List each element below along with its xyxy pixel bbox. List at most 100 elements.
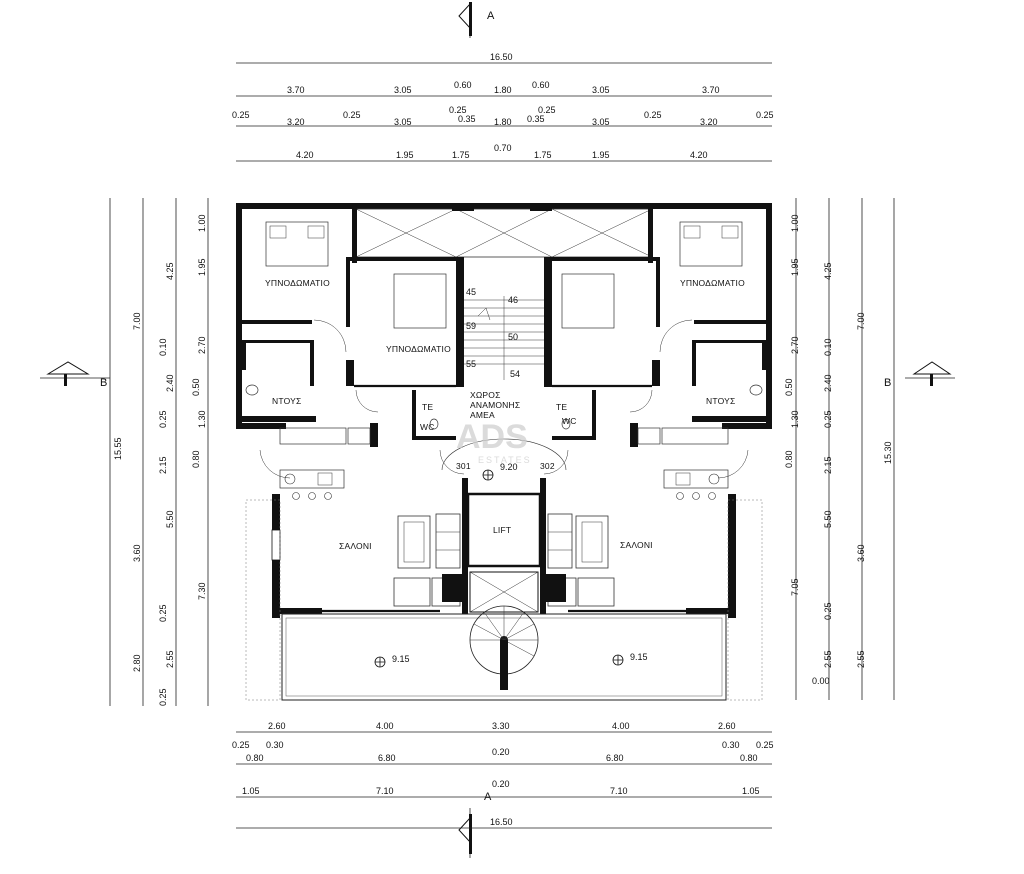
dim-bottom-r2: 0.30 — [266, 740, 284, 750]
dim-right-c3: 7.00 — [856, 312, 866, 330]
dim-right-c2: 2.15 — [823, 456, 833, 474]
dim-left-c4: 7.30 — [197, 582, 207, 600]
room-label-living-right: ΣΑΛΟΝΙ — [620, 540, 653, 550]
dim-top-r2: 3.20 — [287, 117, 305, 127]
dim-left-c3: 0.25 — [158, 604, 168, 622]
dim-right-c1: 0.50 — [784, 378, 794, 396]
dim-left-c3: 0.10 — [158, 338, 168, 356]
dim-right-c2: 4.25 — [823, 262, 833, 280]
dim-top-r2: 0.35 — [458, 114, 476, 124]
dim-top-r2: 0.25 — [449, 105, 467, 115]
spiral-staircase — [469, 605, 539, 690]
dim-top-r2: 0.25 — [756, 110, 774, 120]
dim-right-c1: 0.00 — [812, 676, 830, 686]
dim-top-r1: 1.80 — [494, 85, 512, 95]
dim-right-c2: 0.25 — [823, 410, 833, 428]
stair-step-label: 59 — [466, 321, 476, 331]
dim-bottom-r5: 1.05 — [242, 786, 260, 796]
room-label-bedroom-right: ΥΠΝΟΔΩΜΑΤΙΟ — [680, 278, 745, 288]
dim-bottom-r5: 7.10 — [376, 786, 394, 796]
dimensions-right: 1.00 1.95 2.70 0.50 1.30 0.80 7.05 0.00 … — [784, 198, 895, 700]
dim-left-c4: 2.70 — [197, 336, 207, 354]
dim-top-r3: 1.75 — [534, 150, 552, 160]
dim-left-c2: 0.25 — [158, 688, 168, 706]
dim-left-c2: 3.60 — [132, 544, 142, 562]
dim-bottom-r2: 0.30 — [722, 740, 740, 750]
dim-bottom-r2: 0.25 — [756, 740, 774, 750]
dim-left-c4: 0.80 — [191, 450, 201, 468]
dim-overall-top: 16.50 — [490, 52, 513, 62]
room-label-waiting-3: ΑΜΕΑ — [470, 410, 495, 420]
section-label-a-top: A — [487, 10, 495, 22]
level-landing: 9.20 — [500, 462, 518, 472]
dim-right-c2: 0.25 — [823, 602, 833, 620]
stair-step-label: 55 — [466, 359, 476, 369]
dim-right-c3: 3.60 — [856, 544, 866, 562]
dim-top-r2: 1.80 — [494, 117, 512, 127]
section-label-b-right: B — [884, 377, 891, 389]
dim-bottom-r1: 3.30 — [492, 721, 510, 731]
stair-step-label: 50 — [508, 332, 518, 342]
dim-left-c4: 1.30 — [197, 410, 207, 428]
walls — [236, 203, 772, 701]
room-label-lift: LIFT — [493, 525, 511, 535]
dim-bottom-r3: 6.80 — [606, 753, 624, 763]
dim-top-r3: 1.95 — [396, 150, 414, 160]
section-marker-right: B — [884, 361, 955, 389]
section-label-b-left: B — [100, 377, 107, 389]
dim-top-r1: 0.60 — [532, 80, 550, 90]
dim-bottom-r1: 4.00 — [376, 721, 394, 731]
section-marker-bottom: A — [458, 791, 492, 858]
dim-top-r3: 1.75 — [452, 150, 470, 160]
dimensions-top: 16.50 3.70 3.05 0.60 1.80 0.60 3.05 3.70… — [232, 52, 774, 162]
room-label-te-left: TE — [422, 402, 433, 412]
flat-number-right: 302 — [540, 461, 555, 471]
dim-right-c1: 2.70 — [790, 336, 800, 354]
dim-left-c3: 2.40 — [165, 374, 175, 392]
staircase: 45 46 59 50 55 54 — [464, 287, 544, 380]
dim-top-r2: 0.25 — [232, 110, 250, 120]
level-terrace-right: 9.15 — [630, 652, 648, 662]
watermark-sub-text: ESTATES — [478, 455, 532, 465]
room-label-te-right: TE — [556, 402, 567, 412]
dim-top-r3: 4.20 — [690, 150, 708, 160]
dim-top-r1: 3.70 — [702, 85, 720, 95]
room-label-wc-right: WC — [562, 416, 577, 426]
dim-bottom-r3: 0.80 — [246, 753, 264, 763]
level-terrace-left: 9.15 — [392, 654, 410, 664]
dim-bottom-r2: 0.25 — [232, 740, 250, 750]
dim-top-r2: 0.25 — [538, 105, 556, 115]
watermark-logo-text: ADS — [456, 418, 528, 456]
dim-top-r2: 0.25 — [644, 110, 662, 120]
dim-right-c1: 0.80 — [784, 450, 794, 468]
dim-left-c3: 5.50 — [165, 510, 175, 528]
dim-bottom-r5: 7.10 — [610, 786, 628, 796]
room-label-bedroom-left-2: ΥΠΝΟΔΩΜΑΤΙΟ — [386, 344, 451, 354]
dim-bottom-r1: 2.60 — [268, 721, 286, 731]
dim-right-c1: 1.30 — [790, 410, 800, 428]
dim-top-r2: 3.05 — [394, 117, 412, 127]
room-label-waiting-1: ΧΩΡΟΣ — [470, 390, 501, 400]
dim-right-c1: 7.05 — [790, 578, 800, 596]
dim-overall-left: 15.55 — [113, 437, 123, 460]
section-marker-top: A — [458, 2, 495, 38]
dim-right-c2: 5.50 — [823, 510, 833, 528]
dim-top-r1: 3.70 — [287, 85, 305, 95]
dim-bottom-r2: 0.20 — [492, 747, 510, 757]
dim-left-c4: 1.00 — [197, 214, 207, 232]
room-label-shower-left: ΝΤΟΥΣ — [272, 396, 301, 406]
dim-bottom-r1: 4.00 — [612, 721, 630, 731]
dim-bottom-r3: 6.80 — [378, 753, 396, 763]
room-label-wc-left: WC — [420, 422, 435, 432]
room-labels: ΥΠΝΟΔΩΜΑΤΙΟ ΥΠΝΟΔΩΜΑΤΙΟ ΥΠΝΟΔΩΜΑΤΙΟ ΝΤΟΥ… — [265, 278, 745, 551]
dim-top-r1: 3.05 — [592, 85, 610, 95]
dim-right-c1: 1.00 — [790, 214, 800, 232]
room-label-bedroom-left-1: ΥΠΝΟΔΩΜΑΤΙΟ — [265, 278, 330, 288]
dim-right-c2: 2.40 — [823, 374, 833, 392]
dim-top-r3: 0.70 — [494, 143, 512, 153]
dim-right-c2: 2.55 — [823, 650, 833, 668]
dim-bottom-r5: 1.05 — [742, 786, 760, 796]
dim-bottom-r3: 0.80 — [740, 753, 758, 763]
section-marker-left: B — [40, 361, 110, 389]
